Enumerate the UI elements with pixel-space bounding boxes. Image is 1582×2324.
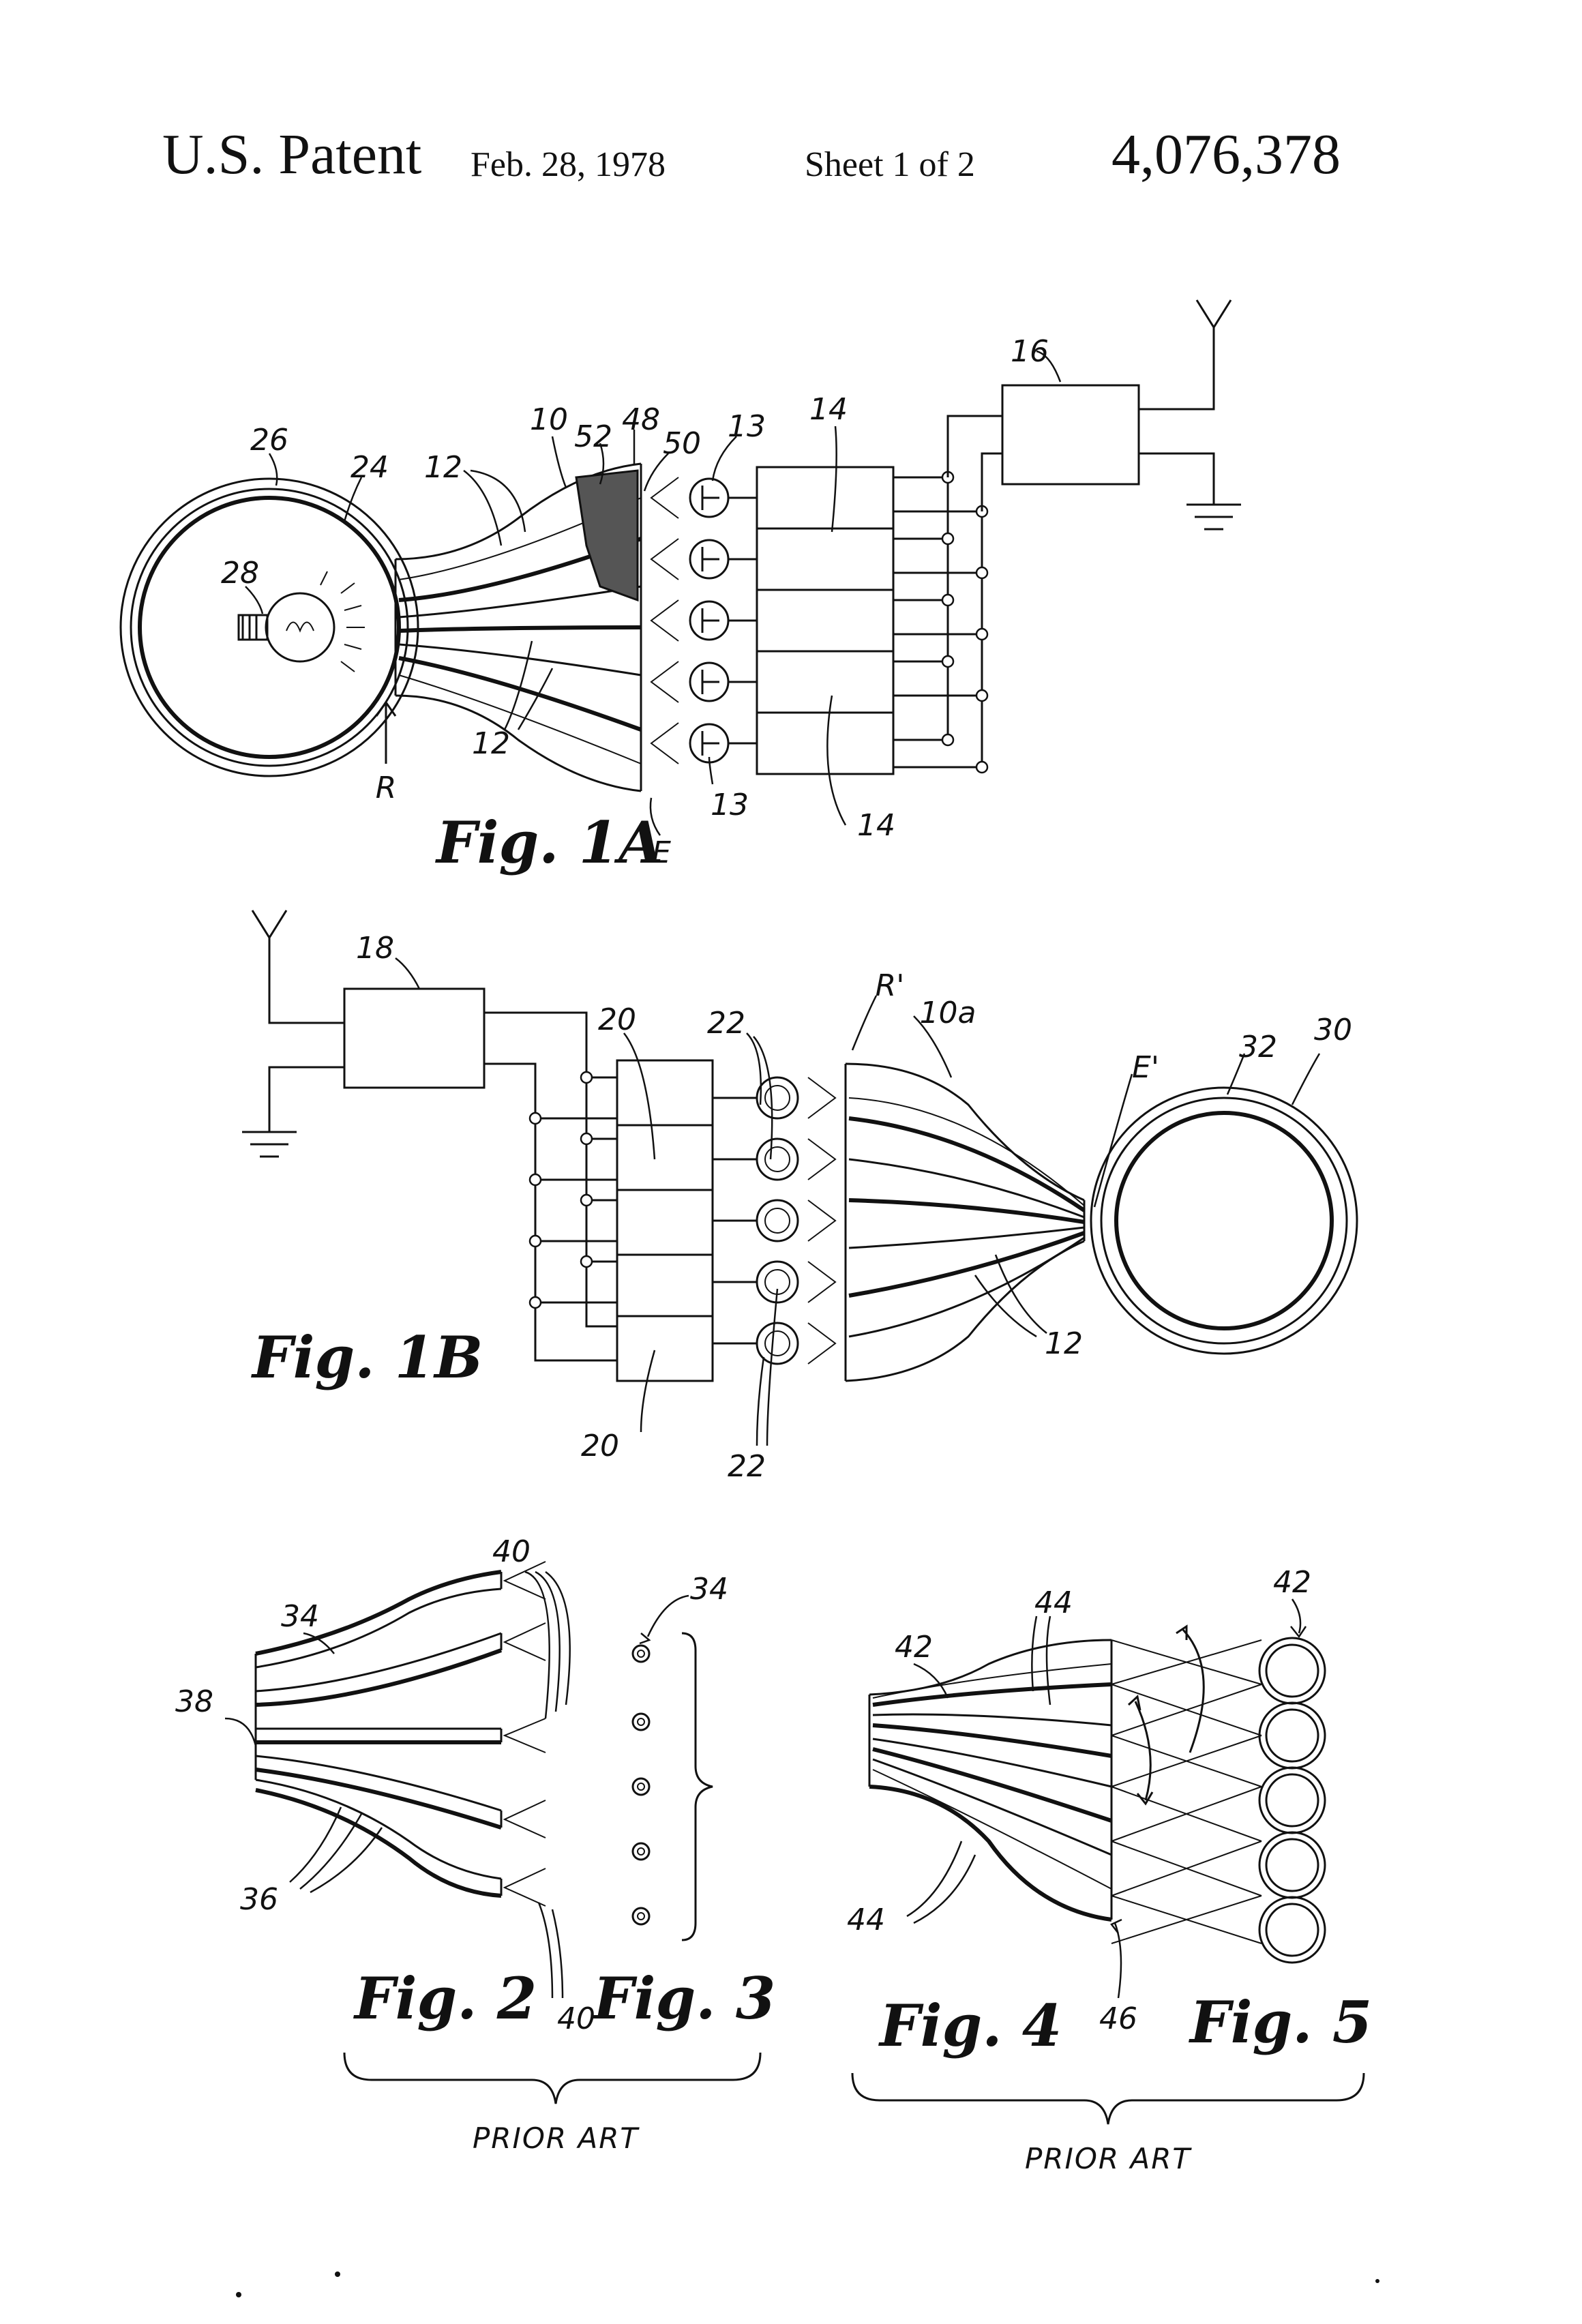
amplifier-stack-1a [757,467,893,774]
fig-1a: 26 24 28 12 12 10 52 48 50 13 13 14 14 1… [121,300,1241,876]
fig-2: 34 38 36 40 40 Fig. 2 [175,1534,595,2036]
label-48: 48 [622,402,660,437]
label-10: 10 [530,402,568,437]
label-12-bottom: 12 [472,726,510,761]
label-20-top: 20 [598,1002,636,1037]
transmitter-box [1002,385,1139,484]
prior-art-bracket-left: PRIOR ART [344,2053,760,2155]
fig-2-caption: Fig. 2 [353,1965,537,2032]
amplifier-stack-1b [617,1060,713,1381]
label-13-bottom: 13 [711,788,749,822]
label-52: 52 [574,419,612,454]
fiber-bundle-1a [395,464,641,791]
label-R-prime: R' [876,968,905,1003]
crt-tube-1a [121,479,418,776]
fig-1b: 18 20 20 22 22 R' 10a E' 32 30 12 Fig. 1… [242,910,1357,1484]
label-E-prime: E' [1132,1050,1159,1085]
label-18: 18 [356,931,394,966]
label-24: 24 [350,450,389,485]
label-13-top: 13 [728,409,766,444]
label-16: 16 [1011,334,1049,369]
label-30: 30 [1314,1013,1352,1047]
detector-diodes-1a [651,477,757,764]
label-50: 50 [663,426,701,461]
prior-art-bracket-right: PRIOR ART [852,2073,1364,2175]
fig-1b-caption: Fig. 1B [251,1324,483,1391]
label-40-bottom: 40 [557,2001,595,2036]
label-12-1b: 12 [1045,1326,1083,1361]
fig-3: 34 Fig. 3 [592,1572,775,2032]
ground-icon [1139,453,1241,529]
label-12-top: 12 [424,450,462,485]
prior-art-label-right: PRIOR ART [1025,2142,1192,2175]
label-34-fig2: 34 [281,1599,319,1634]
fig-5: 42 Fig. 5 [1189,1565,1372,2056]
label-36: 36 [240,1882,278,1917]
label-38: 38 [175,1684,213,1719]
label-20-bottom: 20 [581,1429,619,1463]
wiring-1a [893,416,1002,773]
label-22-top: 22 [707,1006,745,1041]
label-28: 28 [221,556,259,591]
wiring-1b [484,1013,617,1360]
label-R: R [376,771,397,805]
crt-tube-1b [1091,1088,1357,1354]
ground-icon-1b [242,1067,344,1157]
label-40-top: 40 [492,1534,531,1569]
prior-art-label-left: PRIOR ART [473,2121,640,2155]
label-26: 26 [250,423,288,458]
label-14-top: 14 [809,392,848,427]
label-46: 46 [1099,2001,1137,2036]
label-44-bottom: 44 [847,1903,885,1937]
fig-5-caption: Fig. 5 [1189,1988,1372,2056]
leader-lines-4 [907,1616,1122,1998]
fig-4-caption: Fig. 4 [878,1992,1062,2059]
receiver-box [344,989,484,1088]
label-22-bottom: 22 [728,1449,766,1484]
fig-3-caption: Fig. 3 [592,1965,775,2032]
label-42-fig5: 42 [1273,1565,1311,1600]
label-42-fig4: 42 [895,1630,933,1665]
label-44-top: 44 [1034,1585,1073,1620]
label-10a: 10a [920,996,976,1030]
ray-cones-fig4 [1111,1626,1262,1943]
label-32: 32 [1239,1030,1277,1064]
scan-specks [236,2271,1379,2297]
antenna-icon [1139,300,1231,409]
antenna-icon-1b [252,910,344,1023]
label-34-fig3: 34 [690,1572,728,1607]
fig-1a-caption: Fig. 1A [435,809,663,876]
label-14-bottom: 14 [857,808,895,843]
